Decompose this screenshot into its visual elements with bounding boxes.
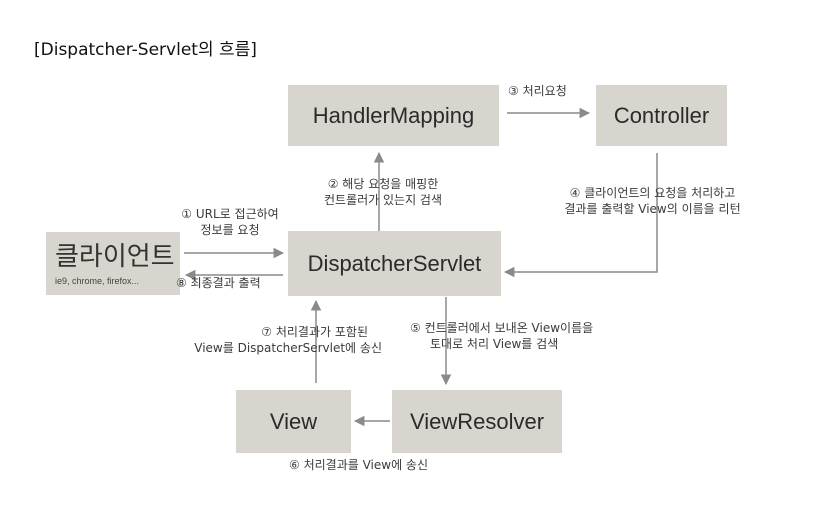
step-6-label: ⑥ 처리결과를 View에 송신 — [289, 458, 428, 472]
dispatcher-servlet-box: DispatcherServlet — [288, 231, 501, 296]
handler-mapping-box: HandlerMapping — [288, 85, 499, 146]
step-1-label: ① URL로 접근하여 정보를 요청 — [160, 206, 300, 238]
step-7-line-1: ⑦ 처리결과가 포함된 — [261, 325, 368, 339]
diagram-title: [Dispatcher-Servlet의 흐름] — [34, 40, 257, 60]
step-4-line-2: 결과를 출력할 View의 이름을 리턴 — [564, 202, 741, 216]
step-2-line-2: 컨트롤러가 있는지 검색 — [323, 193, 443, 207]
handler-mapping-label: HandlerMapping — [312, 102, 475, 128]
view-label: View — [269, 408, 318, 434]
step-8-label: ⑧ 최종결과 출력 — [176, 276, 261, 290]
controller-label: Controller — [613, 102, 710, 128]
step-5-label: ⑤ 컨트롤러에서 보내온 View이름을 토대로 처리 View를 검색 — [410, 320, 593, 352]
step-1-line-1: ① URL로 접근하여 — [181, 207, 279, 221]
step-5-line-1: ⑤ 컨트롤러에서 보내온 View이름을 — [410, 321, 594, 335]
dispatcher-servlet-label: DispatcherServlet — [307, 250, 482, 276]
step-4-line-1: ④ 클라이언트의 요청을 처리하고 — [569, 186, 736, 200]
arrow-step-4 — [503, 153, 658, 278]
view-resolver-label: ViewResolver — [409, 408, 545, 434]
step-3-label: ③ 처리요청 — [508, 84, 567, 98]
step-4-label: ④ 클라이언트의 요청을 처리하고 결과를 출력할 View의 이름을 리턴 — [530, 185, 775, 217]
step-7-label: ⑦ 처리결과가 포함된 View를 DispatcherServlet에 송신 — [142, 324, 382, 356]
controller-box: Controller — [596, 85, 727, 146]
step-1-line-2: 정보를 요청 — [200, 223, 260, 237]
client-browsers: ie9, chrome, firefox... — [55, 275, 140, 286]
client-box: 클라이언트 ie9, chrome, firefox... — [46, 232, 180, 295]
step-2-label: ② 해당 요청을 매핑한 컨트롤러가 있는지 검색 — [298, 176, 468, 208]
client-label: 클라이언트 — [55, 241, 175, 272]
step-2-line-1: ② 해당 요청을 매핑한 — [327, 177, 439, 191]
view-resolver-box: ViewResolver — [392, 390, 562, 453]
view-box: View — [236, 390, 351, 453]
step-5-line-2: 토대로 처리 View를 검색 — [430, 337, 559, 351]
step-7-line-2: View를 DispatcherServlet에 송신 — [194, 341, 382, 355]
